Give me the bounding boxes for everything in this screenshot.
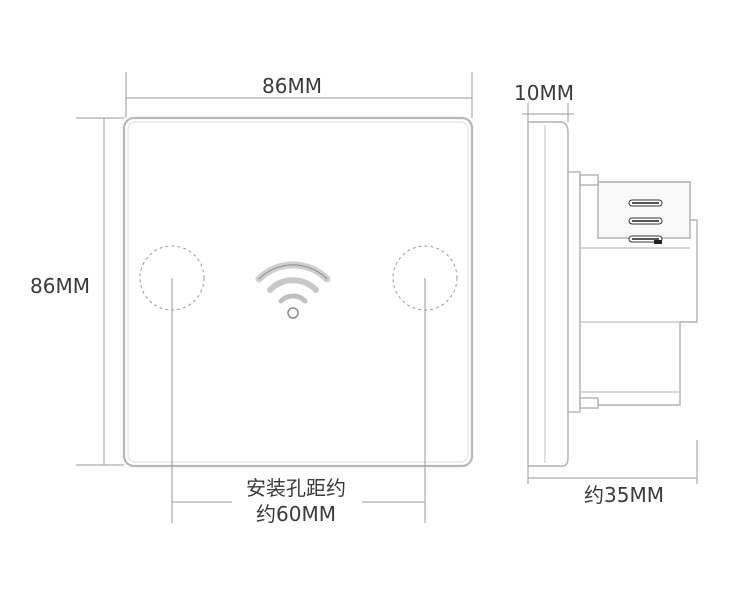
hole-spacing-dimension (171, 278, 426, 523)
depth-dimension (527, 440, 698, 484)
switch-side-profile (527, 121, 698, 467)
switch-panel-inner-edge (127, 121, 469, 463)
depth-label: 约35MM (584, 483, 664, 507)
switch-panel-outline (122, 116, 474, 468)
hole-spacing-label-line1: 安装孔距约 (246, 476, 346, 500)
width-dimension (125, 72, 473, 118)
hole-spacing-label-line2: 约60MM (256, 502, 336, 526)
width-label: 86MM (262, 74, 322, 98)
side-view: 10MM (514, 81, 698, 507)
thickness-dimension (522, 103, 574, 122)
height-label: 86MM (30, 274, 90, 298)
wifi-icon (255, 261, 331, 319)
terminal-slots (628, 199, 663, 244)
front-view: 86MM 86MM 安装孔距约 (20, 72, 474, 526)
height-dimension (76, 117, 124, 466)
thickness-label: 10MM (514, 81, 574, 105)
